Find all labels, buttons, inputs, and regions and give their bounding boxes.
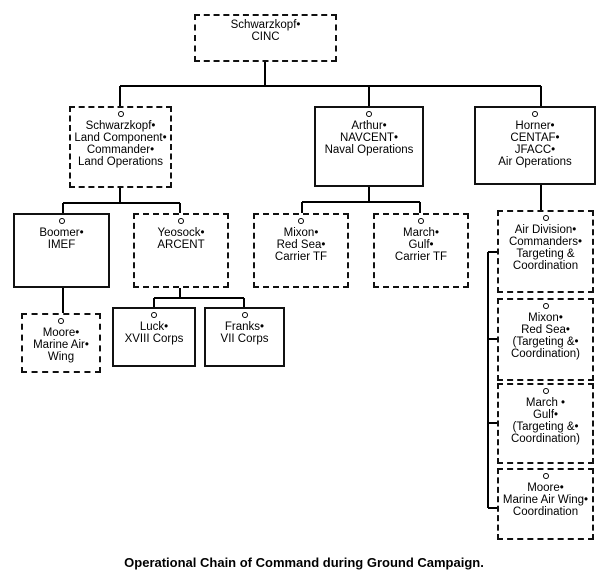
march-targeting-line-3: (Targeting &• [512, 421, 579, 433]
connector-knob-icon [178, 218, 184, 224]
mixon-carrier-line-2: Red Sea• [276, 239, 326, 251]
air-line-1: Horner• [515, 120, 555, 132]
mixon-carrier-line-3: Carrier TF [274, 251, 328, 263]
air-line-3: JFACC• [514, 144, 556, 156]
box-mixon-carrier: Mixon• Red Sea• Carrier TF [253, 213, 349, 288]
imef-line-1: Boomer• [39, 227, 84, 239]
marine-air-line-3: Wing [47, 351, 75, 363]
march-targeting-line-4: Coordination) [510, 433, 581, 445]
naval-line-2: NAVCENT• [339, 132, 399, 144]
connector-knob-icon [542, 303, 549, 309]
air-division-line-2: Commanders• [508, 236, 583, 248]
land-line-1: Schwarzkopf• [85, 120, 156, 132]
naval-line-3: Naval Operations [324, 144, 414, 156]
land-line-3: Commander• [86, 144, 155, 156]
mixon-carrier-line-1: Mixon• [283, 227, 319, 239]
air-division-line-4: Coordination [512, 260, 579, 272]
connector-knob-icon [418, 218, 424, 224]
air-line-2: CENTAF• [510, 132, 560, 144]
march-carrier-line-2: Gulf• [408, 239, 434, 251]
xviii-line-2: XVIII Corps [124, 333, 184, 345]
vii-line-2: VII Corps [220, 333, 269, 345]
connector-knob-icon [151, 312, 157, 318]
arcent-line-1: Yeosock• [157, 227, 205, 239]
mixon-targeting-line-4: Coordination) [510, 348, 581, 360]
march-carrier-line-1: March• [403, 227, 439, 239]
cinc-role: CINC [251, 31, 280, 43]
naval-line-1: Arthur• [351, 120, 387, 132]
box-xviii-corps: Luck• XVIII Corps [112, 307, 196, 367]
march-carrier-line-3: Carrier TF [394, 251, 448, 263]
air-division-line-1: Air Division• [514, 224, 577, 236]
box-mixon-targeting: Mixon• Red Sea• (Targeting &• Coordinati… [497, 298, 594, 381]
mixon-targeting-line-2: Red Sea• [521, 324, 570, 336]
arcent-line-2: ARCENT [157, 239, 205, 251]
land-line-2: Land Component• [74, 132, 167, 144]
box-moore-coordination: Moore• Marine Air Wing• Coordination [497, 468, 594, 540]
box-march-targeting: March • Gulf• (Targeting &• Coordination… [497, 383, 594, 464]
connector-knob-icon [58, 318, 64, 324]
connector-knob-icon [58, 218, 65, 224]
mixon-targeting-line-3: (Targeting &• [512, 336, 579, 348]
box-land-component: Schwarzkopf• Land Component• Commander• … [69, 106, 172, 188]
cinc-name: Schwarzkopf• [230, 19, 301, 31]
land-line-4: Land Operations [77, 156, 164, 168]
connector-knob-icon [542, 388, 549, 394]
mixon-targeting-line-1: Mixon• [528, 312, 563, 324]
connector-knob-icon [542, 473, 549, 479]
marine-air-line-1: Moore• [42, 327, 80, 339]
connector-knob-icon [542, 215, 549, 221]
marine-air-line-2: Marine Air• [33, 339, 89, 351]
box-naval: Arthur• NAVCENT• Naval Operations [314, 106, 424, 187]
connector-knob-icon [366, 111, 372, 117]
xviii-line-1: Luck• [139, 321, 169, 333]
march-targeting-line-1: March • [525, 397, 566, 409]
moore-coordination-line-3: Coordination [512, 506, 579, 518]
imef-line-2: IMEF [47, 239, 76, 251]
march-targeting-line-2: Gulf• [532, 409, 559, 421]
air-division-line-3: Targeting & [516, 248, 575, 260]
air-line-4: Air Operations [498, 156, 572, 168]
box-imef: Boomer• IMEF [13, 213, 110, 288]
box-air-division: Air Division• Commanders• Targeting & Co… [497, 210, 594, 293]
moore-coordination-line-2: Marine Air Wing• [502, 494, 589, 506]
connector-knob-icon [117, 111, 124, 117]
box-arcent: Yeosock• ARCENT [133, 213, 229, 288]
box-march-carrier: March• Gulf• Carrier TF [373, 213, 469, 288]
moore-coordination-line-1: Moore• [527, 482, 564, 494]
figure-caption: Operational Chain of Command during Grou… [124, 555, 484, 570]
box-marine-air-wing: Moore• Marine Air• Wing [21, 313, 101, 373]
box-air: Horner• CENTAF• JFACC• Air Operations [474, 106, 596, 185]
box-cinc: Schwarzkopf• CINC [194, 14, 337, 62]
connector-knob-icon [241, 312, 248, 318]
box-vii-corps: Franks• VII Corps [204, 307, 285, 367]
connector-knob-icon [532, 111, 538, 117]
connector-knob-icon [298, 218, 304, 224]
vii-line-1: Franks• [224, 321, 265, 333]
